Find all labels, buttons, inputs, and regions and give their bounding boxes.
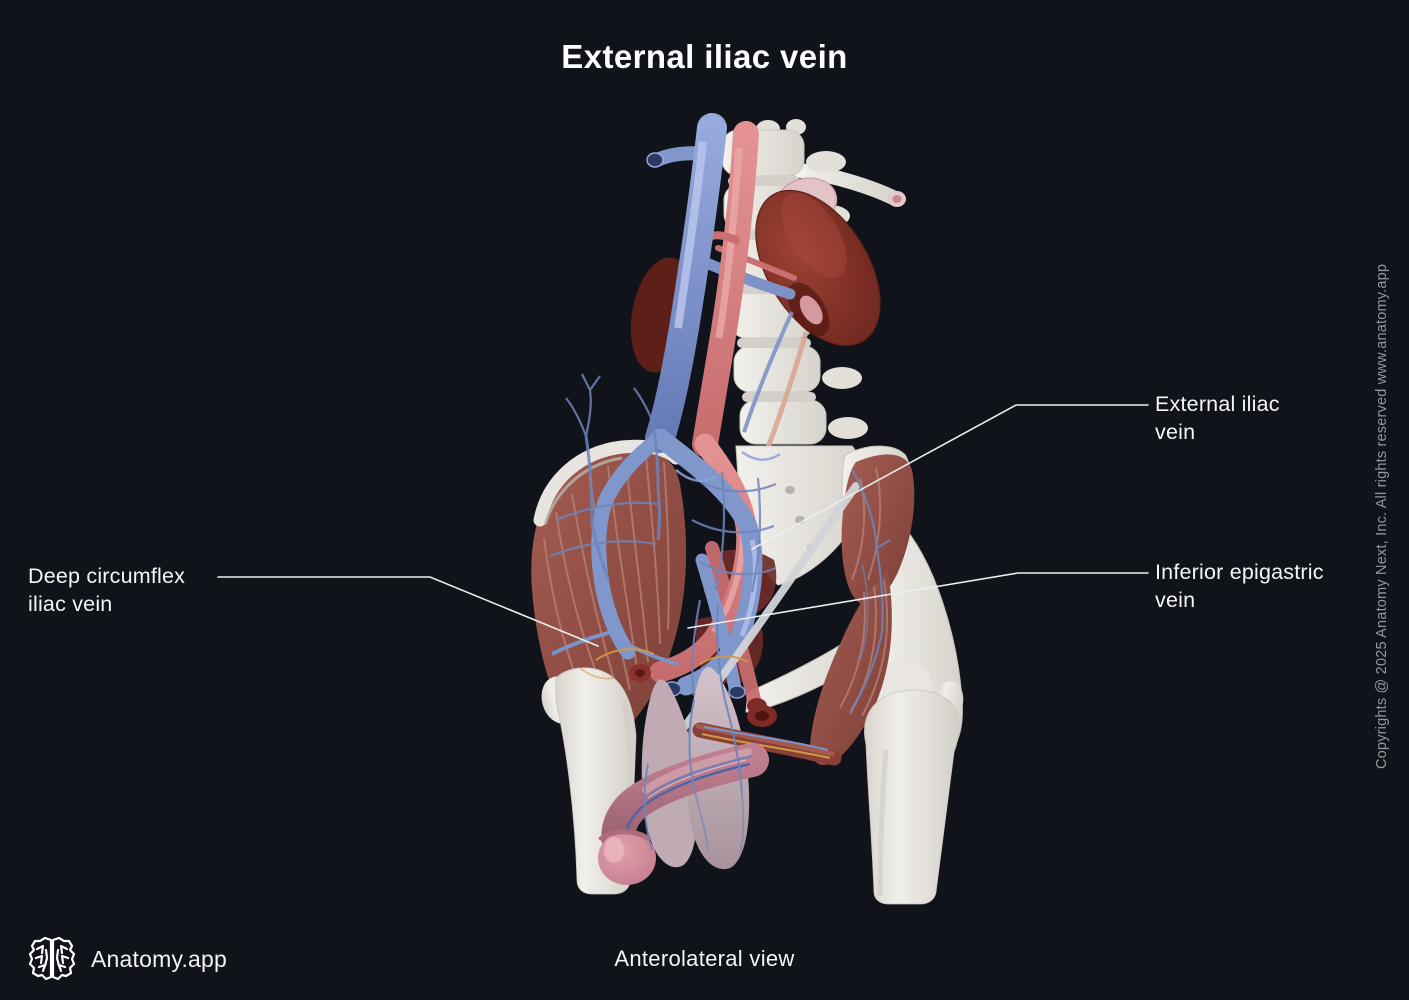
leader-line-inferior-epigastric-vein [687, 572, 1149, 629]
label-text-line: Inferior epigastric [1155, 560, 1324, 584]
glans [598, 829, 656, 885]
brand-logo: Anatomy.app [28, 936, 227, 982]
brand-name: Anatomy.app [91, 945, 228, 972]
page-title: External iliac vein [561, 38, 848, 75]
label-deep-circumflex-iliac-vein: Deep circumflex iliac vein [28, 563, 185, 618]
leader-line-external-iliac-vein [751, 404, 1149, 550]
label-inferior-epigastric-vein: Inferior epigastric vein [1155, 559, 1324, 614]
gonadal-vein [742, 311, 794, 433]
label-text-line: External iliac [1155, 392, 1280, 416]
label-text-line: iliac vein [28, 591, 113, 616]
rib [790, 162, 906, 207]
iliacus-right [810, 454, 915, 766]
femur-right [864, 681, 964, 905]
label-text-line: Deep circumflex [28, 564, 186, 588]
label-text-line: vein [1155, 587, 1196, 612]
view-caption: Anterolateral view [614, 946, 795, 971]
copyright-text: Copyrights @ 2025 Anatomy Next, Inc. All… [1374, 263, 1390, 769]
kidney [755, 189, 881, 347]
leader-line-deep-circumflex-iliac-vein [217, 576, 599, 647]
vein-network [549, 373, 891, 855]
spermatic-cord [692, 705, 842, 766]
label-external-iliac-vein: External iliac vein [1155, 391, 1280, 446]
brain-logo-icon [28, 936, 76, 981]
lymph-vessels [579, 648, 749, 680]
label-text-line: vein [1155, 419, 1196, 444]
